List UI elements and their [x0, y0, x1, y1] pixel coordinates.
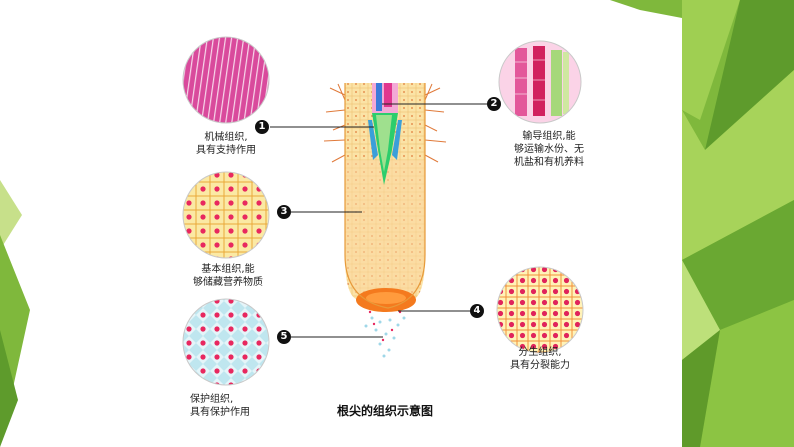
label-protective-tissue: 保护组织, 具有保护作用 [190, 393, 276, 419]
label-line: 保护组织, [190, 394, 234, 405]
marker-4: 4 [470, 304, 484, 318]
label-line: 输导组织,能 [522, 131, 576, 142]
marker-3: 3 [277, 205, 291, 219]
label-line: 机械组织, [204, 132, 248, 143]
label-ground-tissue: 基本组织,能 够储藏营养物质 [183, 263, 273, 289]
leader-lines [270, 103, 487, 338]
label-line: 具有保护作用 [190, 407, 250, 418]
label-meristem-tissue: 分生组织, 具有分裂能力 [497, 346, 583, 372]
diagram-caption: 根尖的组织示意图 [336, 404, 433, 418]
root-tip-diagram [323, 83, 447, 358]
marker-5: 5 [277, 330, 291, 344]
label-mechanical-tissue: 机械组织, 具有支持作用 [183, 131, 269, 157]
decorative-left-accent [0, 180, 30, 447]
tissue-image-meristem [496, 266, 584, 354]
label-line: 具有分裂能力 [510, 360, 570, 371]
label-conducting-tissue: 输导组织,能 够运输水份、无 机盐和有机养料 [504, 130, 594, 169]
label-line: 够储藏营养物质 [193, 277, 263, 288]
label-line: 机盐和有机养料 [514, 157, 584, 168]
label-line: 基本组织,能 [201, 264, 255, 275]
marker-2: 2 [487, 97, 501, 111]
tissue-image-mechanical [182, 36, 270, 124]
label-line: 具有支持作用 [196, 145, 256, 156]
tissue-image-conducting [498, 40, 582, 124]
tissue-image-protective [182, 298, 270, 386]
label-line: 够运输水份、无 [514, 144, 584, 155]
label-line: 分生组织, [518, 347, 562, 358]
marker-1: 1 [255, 120, 269, 134]
decorative-green-band [610, 0, 794, 447]
tissue-image-ground [182, 171, 270, 259]
